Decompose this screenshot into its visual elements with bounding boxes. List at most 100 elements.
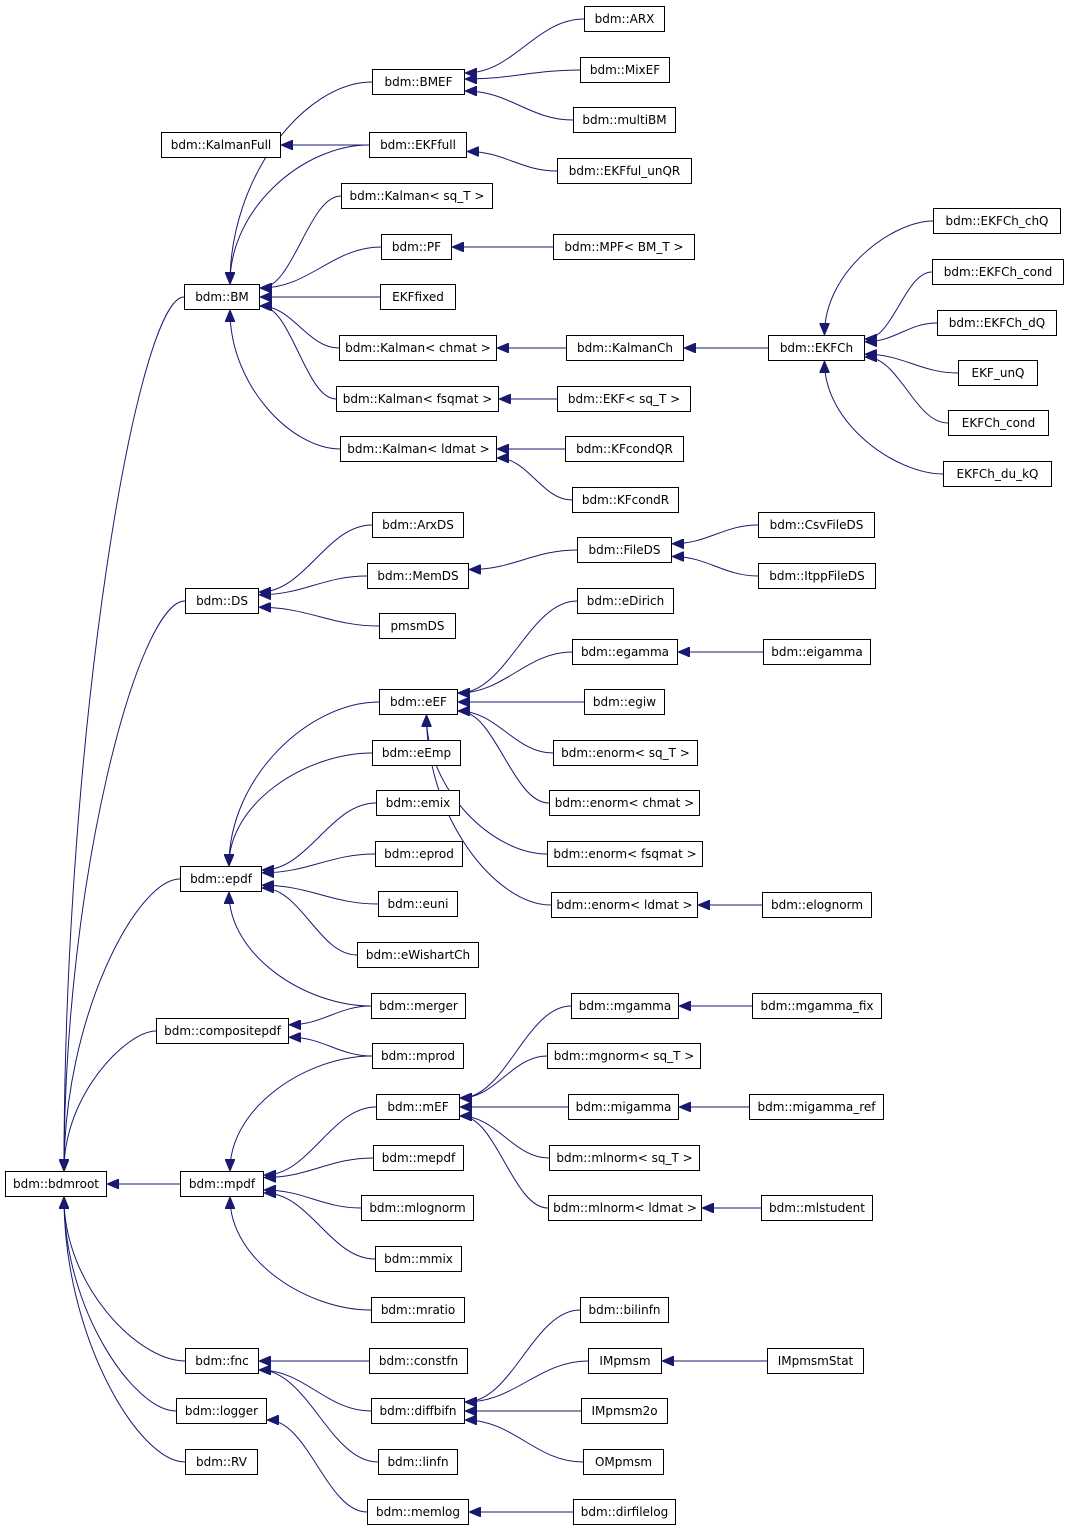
class-node-enorm-chmat[interactable]: bdm::enorm< chmat > [549, 790, 700, 816]
class-node-rv[interactable]: bdm::RV [185, 1449, 258, 1475]
class-node-logger[interactable]: bdm::logger [176, 1398, 267, 1424]
class-node-memlog[interactable]: bdm::memlog [367, 1499, 469, 1525]
class-node-arxds[interactable]: bdm::ArxDS [372, 512, 464, 538]
class-node-arx[interactable]: bdm::ARX [584, 6, 665, 32]
class-node-egiw[interactable]: bdm::egiw [584, 689, 665, 715]
class-node-mmix[interactable]: bdm::mmix [375, 1246, 462, 1272]
class-node-kalmanch[interactable]: bdm::KalmanCh [566, 335, 684, 361]
edge-kalman-chmat-to-bm [261, 306, 340, 349]
class-node-enorm-fsqmat[interactable]: bdm::enorm< fsqmat > [547, 841, 703, 867]
class-node-kalmanfull[interactable]: bdm::KalmanFull [161, 132, 281, 158]
class-node-dirfilelog[interactable]: bdm::dirfilelog [573, 1499, 676, 1525]
edge-egamma-to-eef [459, 651, 573, 693]
class-node-impmsm2o[interactable]: IMpmsm2o [581, 1398, 668, 1424]
class-node-euni[interactable]: bdm::euni [378, 891, 458, 917]
class-node-mgamma-fix[interactable]: bdm::mgamma_fix [752, 993, 882, 1019]
class-node-compositepdf[interactable]: bdm::compositepdf [156, 1018, 289, 1044]
class-node-constfn[interactable]: bdm::constfn [369, 1348, 468, 1374]
class-node-kfcondr[interactable]: bdm::KFcondR [572, 487, 679, 513]
class-node-enorm-ldmat[interactable]: bdm::enorm< ldmat > [551, 892, 698, 918]
class-node-impmsm[interactable]: IMpmsm [588, 1348, 662, 1374]
edge-enorm-fsqmat-to-eef [427, 716, 548, 855]
class-node-ekffull[interactable]: bdm::EKFfull [369, 132, 467, 158]
class-node-itppfileds[interactable]: bdm::ItppFileDS [758, 563, 876, 589]
class-node-migamma-ref[interactable]: bdm::migamma_ref [749, 1094, 884, 1120]
class-node-mpf[interactable]: bdm::MPF< BM_T > [553, 234, 695, 260]
class-node-emix[interactable]: bdm::emix [376, 790, 460, 816]
edge-mepdf-to-mpdf [265, 1157, 374, 1178]
class-node-pf[interactable]: bdm::PF [381, 234, 452, 260]
class-node-mef[interactable]: bdm::mEF [376, 1094, 460, 1120]
class-node-ompmsm[interactable]: OMpmsm [583, 1449, 664, 1475]
class-node-ekfful-unqr[interactable]: bdm::EKFful_unQR [557, 158, 692, 184]
edge-ekfch-du-kq-to-ekfch [825, 362, 944, 475]
class-node-mpdf[interactable]: bdm::mpdf [180, 1171, 264, 1197]
edge-merger-to-epdf [229, 893, 372, 1007]
class-node-mgnorm-sqt[interactable]: bdm::mgnorm< sq_T > [547, 1043, 701, 1069]
class-node-linfn[interactable]: bdm::linfn [378, 1449, 458, 1475]
class-node-mlognorm[interactable]: bdm::mlognorm [361, 1195, 474, 1221]
class-node-multibm[interactable]: bdm::multiBM [573, 107, 676, 133]
class-node-mprod[interactable]: bdm::mprod [372, 1043, 464, 1069]
class-node-fileds[interactable]: bdm::FileDS [577, 537, 672, 563]
class-node-enorm-sqt[interactable]: bdm::enorm< sq_T > [553, 740, 698, 766]
class-node-ekffixed[interactable]: EKFfixed [380, 284, 456, 310]
class-node-ekfch[interactable]: bdm::EKFCh [768, 335, 865, 361]
edge-mratio-to-mpdf [230, 1198, 372, 1311]
class-node-merger[interactable]: bdm::merger [371, 993, 466, 1019]
edge-csvfileds-to-fileds [673, 524, 759, 544]
class-node-ekf-unq[interactable]: EKF_unQ [958, 360, 1038, 386]
edge-enorm-sqt-to-eef [459, 711, 554, 754]
class-node-ekfch-cond[interactable]: bdm::EKFCh_cond [932, 259, 1064, 285]
class-node-mratio[interactable]: bdm::mratio [371, 1297, 465, 1323]
class-node-mlnorm-sqt[interactable]: bdm::mlnorm< sq_T > [549, 1145, 700, 1171]
class-node-mlnorm-ldmat[interactable]: bdm::mlnorm< ldmat > [548, 1195, 702, 1221]
class-node-elognorm[interactable]: bdm::elognorm [762, 892, 872, 918]
class-node-ekfch-du-kq[interactable]: EKFCh_du_kQ [943, 461, 1052, 487]
class-node-pmsmds[interactable]: pmsmDS [379, 613, 456, 639]
class-node-ekfch-chq[interactable]: bdm::EKFCh_chQ [933, 208, 1061, 234]
class-node-eprod[interactable]: bdm::eprod [375, 841, 463, 867]
class-node-impmsmstat[interactable]: IMpmsmStat [767, 1348, 864, 1374]
class-node-egamma[interactable]: bdm::egamma [572, 639, 678, 665]
class-node-bdmroot[interactable]: bdm::bdmroot [5, 1171, 107, 1197]
edge-memds-to-ds [260, 575, 368, 595]
class-node-fnc[interactable]: bdm::fnc [185, 1348, 259, 1374]
class-node-ewishartch[interactable]: bdm::eWishartCh [357, 942, 479, 968]
class-node-bm[interactable]: bdm::BM [184, 284, 260, 310]
class-node-mixef[interactable]: bdm::MixEF [580, 57, 670, 83]
class-node-eigamma[interactable]: bdm::eigamma [763, 639, 871, 665]
edge-kfcondr-to-kalman-ldmat [498, 458, 573, 501]
class-node-ekfch-dq[interactable]: bdm::EKFCh_dQ [937, 310, 1057, 336]
class-node-kalman-ldmat[interactable]: bdm::Kalman< ldmat > [340, 436, 497, 462]
edge-kalman-ldmat-to-bm [230, 311, 341, 450]
class-node-memds[interactable]: bdm::MemDS [367, 563, 469, 589]
class-node-eef[interactable]: bdm::eEF [379, 689, 458, 715]
edge-diffbifn-to-fnc [260, 1370, 372, 1412]
edge-bilinfn-to-diffbifn [466, 1309, 581, 1402]
class-node-ds[interactable]: bdm::DS [185, 588, 259, 614]
edge-ekfch-cond-to-ekfch [866, 271, 933, 339]
class-node-edirich[interactable]: bdm::eDirich [577, 588, 674, 614]
class-node-ekf-sqt[interactable]: bdm::EKF< sq_T > [557, 386, 691, 412]
edge-bm-to-bdmroot [64, 296, 185, 1170]
class-node-kfcondqr[interactable]: bdm::KFcondQR [565, 436, 684, 462]
class-node-kalman-fsqmat[interactable]: bdm::Kalman< fsqmat > [336, 386, 499, 412]
class-node-bmef[interactable]: bdm::BMEF [372, 69, 465, 95]
edge-ekfch-cond2-to-ekfch [866, 357, 949, 424]
edge-ewishartch-to-epdf [263, 888, 358, 956]
class-node-kalman-chmat[interactable]: bdm::Kalman< chmat > [339, 335, 497, 361]
class-node-epdf[interactable]: bdm::epdf [180, 866, 262, 892]
class-node-migamma[interactable]: bdm::migamma [568, 1094, 679, 1120]
class-node-mlstudent[interactable]: bdm::mlstudent [761, 1195, 873, 1221]
class-node-ekfch-cond2[interactable]: EKFCh_cond [948, 410, 1049, 436]
edge-merger-to-compositepdf [290, 1005, 372, 1025]
class-node-eemp[interactable]: bdm::eEmp [372, 740, 461, 766]
class-node-mepdf[interactable]: bdm::mepdf [373, 1145, 464, 1171]
class-node-bilinfn[interactable]: bdm::bilinfn [580, 1297, 669, 1323]
class-node-kalman-sqt[interactable]: bdm::Kalman< sq_T > [341, 183, 493, 209]
class-node-csvfileds[interactable]: bdm::CsvFileDS [758, 512, 875, 538]
class-node-diffbifn[interactable]: bdm::diffbifn [371, 1398, 465, 1424]
edge-kalman-sqt-to-bm [261, 195, 342, 288]
class-node-mgamma[interactable]: bdm::mgamma [571, 993, 679, 1019]
